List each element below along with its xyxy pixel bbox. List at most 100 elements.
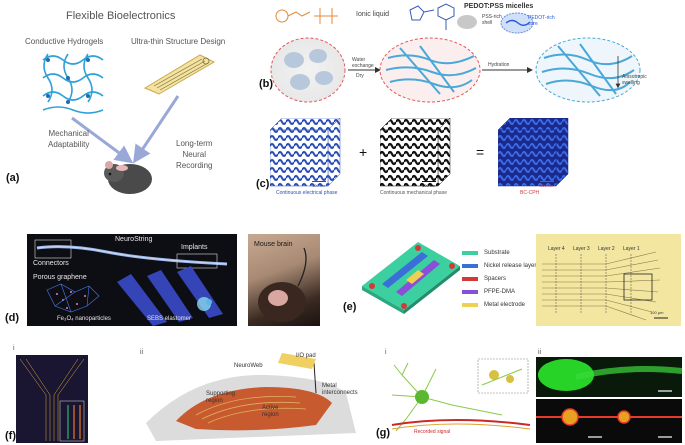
panel-g-sub-ii: ii	[538, 349, 542, 356]
swelling-label: Anisotropic swelling	[622, 74, 647, 86]
pedot-core-label: PEDOT-rich core	[528, 15, 555, 27]
micelle-icon	[457, 15, 477, 29]
io-pad-label: I/O pad	[296, 353, 316, 359]
ultrathin-probe-illustration	[143, 54, 216, 95]
legend-swatch-spacers	[462, 276, 478, 281]
sebs-label: SEBS elastomer	[147, 316, 192, 322]
neurostring-image: NeuroString Implants Connectors Porous g…	[27, 234, 237, 326]
metal-interconnects-line1: Metal	[322, 383, 337, 389]
layer-label-1: Layer 1	[623, 246, 640, 252]
panel-d: NeuroString Implants Connectors Porous g…	[0, 230, 325, 330]
layer-legend: Substrate Nickel release layer Spacers P…	[462, 246, 536, 311]
panel-b: Ionic liquid PEDOT:PSS micelles PSS-rich…	[250, 0, 685, 110]
pedot-core-line1: PEDOT-rich	[528, 15, 555, 21]
scale-bar-1	[312, 181, 326, 182]
mouse-brain-label: Mouse brain	[254, 241, 293, 248]
panel-e: Substrate Nickel release layer Spacers P…	[340, 230, 685, 330]
active-region-line1: Active	[262, 405, 279, 411]
cube3-caption: BC-CPH	[520, 190, 540, 196]
plus-sign: +	[359, 144, 368, 160]
mouse-photo-illustration	[258, 247, 307, 322]
hydrogel-heading: Conductive Hydrogels	[25, 37, 104, 46]
neuroweb-traces	[19, 358, 85, 442]
panel-b-label: (b)	[259, 78, 274, 90]
panel-f-sub-i: i	[13, 345, 15, 352]
implants-label: Implants	[181, 244, 208, 251]
ultrathin-heading: Ultra-thin Structure Design	[131, 37, 226, 46]
mechanical-caption-line1: Mechanical	[48, 129, 89, 138]
recording-caption-line3: Recording	[176, 161, 213, 170]
mouse-brain-photo: Mouse brain	[248, 234, 320, 326]
panel-a: Flexible Bioelectronics Conductive Hydro…	[0, 0, 250, 200]
cube1-caption: Continuous electrical phase	[276, 190, 338, 196]
legend-label-metal: Metal electrode	[484, 301, 526, 308]
cube-bc-cph	[498, 118, 569, 187]
panel-g-sub-i: i	[385, 349, 387, 356]
cube-mechanical-phase	[380, 118, 451, 187]
pedot-molecule	[409, 3, 455, 30]
pss-shell-line1: PSS-rich	[482, 14, 502, 20]
dry-label: Dry	[356, 73, 364, 79]
panel-e-label: (e)	[343, 301, 357, 313]
panel-a-label: (a)	[6, 172, 20, 184]
scale-label-2: 100 nm	[422, 183, 436, 188]
metal-interconnects-label: Metal interconnects	[322, 383, 358, 397]
mouse-illustration	[104, 161, 152, 194]
layered-electrode-micrograph: Layer 4 Layer 3 Layer 2 Layer 1 100 μm	[536, 234, 681, 326]
neuroweb-device-illustration	[146, 353, 356, 441]
scale-bar-3	[540, 181, 554, 182]
layer-label-4: Layer 4	[548, 246, 565, 252]
panel-a-title: Flexible Bioelectronics	[66, 10, 176, 22]
active-region-line2: region	[262, 412, 279, 418]
legend-item-pfpe: PFPE-DMA	[462, 285, 536, 298]
panel-d-label: (d)	[5, 312, 20, 324]
mechanical-caption: Mechanical Adaptability	[48, 128, 89, 150]
panel-c-label: (c)	[256, 178, 270, 190]
recorded-signal-label: Recorded signal	[414, 429, 451, 435]
legend-swatch-nickel	[462, 263, 478, 268]
micelle-process-diagram	[270, 37, 641, 103]
legend-label-spacers: Spacers	[484, 275, 507, 282]
neuron-recording-illustration	[391, 358, 531, 432]
legend-label-nickel: Nickel release layer	[484, 262, 537, 269]
panel-g: i Recorded signal ii (g)	[368, 343, 685, 445]
swelling-line1: Anisotropic	[622, 74, 647, 80]
legend-item-spacers: Spacers	[462, 272, 536, 285]
legend-item-nickel: Nickel release layer	[462, 259, 536, 272]
connectors-label: Connectors	[33, 260, 69, 267]
cube2-caption: Continuous mechanical phase	[380, 190, 447, 196]
porous-graphene-label: Porous graphene	[33, 274, 87, 281]
ionic-liquid-molecule	[275, 8, 338, 24]
electrode-traces	[542, 251, 668, 321]
legend-item-substrate: Substrate	[462, 246, 536, 259]
neurostring-illustration	[34, 239, 228, 326]
layer-stack-illustration	[362, 242, 460, 314]
fluorescence-neuron	[538, 359, 682, 392]
hydration-label: Hydration	[488, 62, 510, 68]
pedot-core-line2: core	[528, 21, 538, 27]
pss-shell-line2: shell	[482, 20, 493, 26]
pedot-micelles-label: PEDOT:PSS micelles	[464, 3, 534, 10]
cube-electrical-phase	[270, 118, 341, 187]
scale-label-1: 100 nm	[312, 183, 326, 188]
recording-caption-line2: Neural	[182, 150, 207, 159]
electrode-image	[536, 399, 682, 443]
legend-swatch-pfpe	[462, 289, 478, 294]
neurostring-label: NeuroString	[115, 236, 153, 243]
panel-g-label: (g)	[376, 427, 391, 439]
hydrogel-network-illustration	[42, 53, 104, 114]
layer-label-2: Layer 2	[598, 246, 615, 252]
pss-shell-label: PSS-rich shell	[482, 14, 502, 26]
ionic-liquid-label: Ionic liquid	[356, 11, 390, 18]
micrograph-scale-label: 100 μm	[650, 310, 664, 315]
neuroweb-micrograph	[16, 355, 88, 443]
legend-label-substrate: Substrate	[484, 249, 510, 256]
scale-bar-2	[422, 181, 436, 182]
water-exchange-line2: exchange	[352, 63, 374, 69]
panel-c: + = 100 nm 100 nm 100 nm Continuous elec…	[250, 110, 685, 202]
mechanical-caption-line2: Adaptability	[48, 140, 90, 149]
recording-caption-line1: Long-term	[176, 139, 213, 148]
legend-item-metal: Metal electrode	[462, 298, 536, 311]
fluorescence-image	[536, 357, 682, 397]
fe3o4-label: Fe₃O₄ nanoparticles	[57, 316, 111, 322]
